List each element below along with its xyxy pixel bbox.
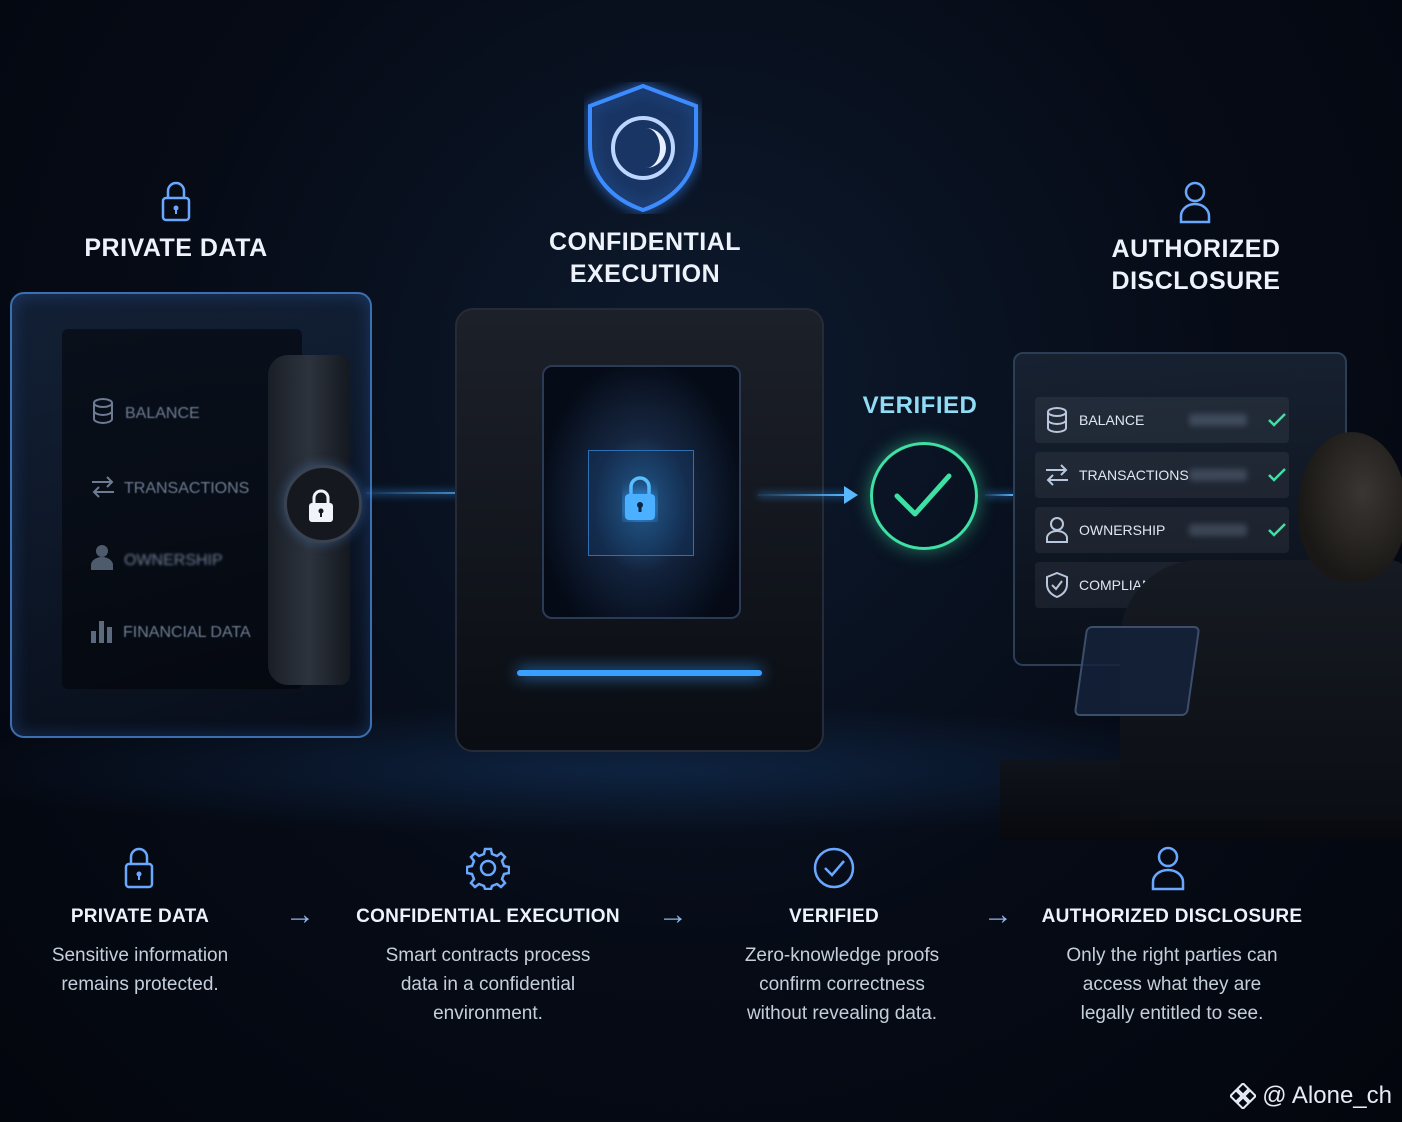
disclosure-row-transactions: TRANSACTIONS	[1035, 452, 1289, 498]
flow-beam-3	[985, 494, 1015, 496]
check-circle-icon	[813, 847, 855, 889]
checkmark-icon	[894, 473, 952, 517]
checkmark-icon	[1268, 413, 1286, 427]
bar-chart-icon	[91, 621, 112, 643]
disclosure-label: OWNERSHIP	[1079, 522, 1166, 538]
step-desc-authorized-disclosure: Only the right parties can access what t…	[1066, 945, 1278, 1024]
vault-item-balance: BALANCE	[125, 405, 200, 422]
step-desc-verified: Zero-knowledge proofs confirm correctnes…	[744, 945, 940, 1024]
user-icon	[91, 545, 113, 570]
disclosure-label: BALANCE	[1079, 412, 1145, 428]
shield-check-icon	[1046, 572, 1068, 598]
lock-icon	[161, 181, 191, 222]
gear-icon	[466, 847, 510, 890]
verified-check-circle	[870, 442, 978, 550]
flow-beam-2	[758, 494, 848, 496]
confidential-execution-machine	[455, 308, 824, 752]
user-icon	[1046, 517, 1068, 543]
step-title-private-data: PRIVATE DATA	[70, 906, 210, 927]
vault-item-transactions: TRANSACTIONS	[124, 480, 250, 497]
step-arrow-2: →	[658, 898, 688, 931]
binance-logo-icon	[1230, 1083, 1257, 1109]
step-desc-private-data: Sensitive information remains protected.	[51, 945, 229, 995]
authorized-disclosure-heading: AUTHORIZED DISCLOSURE	[1090, 233, 1302, 297]
swap-arrows-icon	[92, 476, 114, 498]
redacted-value	[1189, 524, 1247, 536]
step-arrow-3: →	[983, 898, 1013, 931]
checkmark-icon	[1268, 468, 1286, 482]
execution-portal	[542, 365, 741, 619]
database-icon	[1047, 407, 1067, 433]
redacted-value	[1189, 469, 1247, 481]
checkmark-icon	[1268, 523, 1286, 537]
step-desc-confidential-execution: Smart contracts process data in a confid…	[385, 945, 591, 1024]
step-arrow-1: →	[285, 898, 315, 931]
redacted-value	[1189, 414, 1247, 426]
confidential-execution-heading: CONFIDENTIAL EXECUTION	[520, 226, 770, 290]
step-title-confidential-execution: CONFIDENTIAL EXECUTION	[356, 906, 620, 927]
disclosure-row-ownership: OWNERSHIP	[1035, 507, 1289, 553]
watermark-text: @ Alone_ch	[1262, 1082, 1392, 1109]
vault-wheel	[284, 465, 362, 543]
person-head	[1298, 432, 1402, 582]
disclosure-row-balance: BALANCE	[1035, 397, 1289, 443]
step-title-authorized-disclosure: AUTHORIZED DISCLOSURE	[1041, 906, 1303, 927]
authorized-line1: AUTHORIZED	[1111, 235, 1281, 263]
flow-beam-1	[366, 492, 506, 494]
beam-arrowhead-2	[844, 486, 858, 504]
verified-label: VERIFIED	[862, 392, 978, 419]
vault-item-ownership: OWNERSHIP	[124, 552, 223, 569]
step-title-verified: VERIFIED	[788, 906, 880, 927]
watermark: @ Alone_ch	[1230, 1082, 1392, 1110]
shield-icon	[588, 83, 698, 213]
tablet	[1073, 626, 1201, 716]
confidential-line1: CONFIDENTIAL	[548, 228, 742, 256]
user-icon	[1179, 181, 1211, 224]
private-data-heading: PRIVATE DATA	[84, 234, 268, 262]
database-icon	[93, 398, 113, 424]
confidential-line2: EXECUTION	[569, 260, 721, 288]
vault-item-financial-data: FINANCIAL DATA	[123, 624, 251, 641]
machine-base-light	[517, 670, 762, 676]
authorized-line2: DISCLOSURE	[1111, 267, 1281, 295]
user-icon	[1151, 846, 1185, 891]
swap-arrows-icon	[1046, 464, 1068, 486]
lock-icon	[124, 847, 154, 889]
disclosure-label: TRANSACTIONS	[1079, 467, 1189, 483]
lock-icon	[309, 489, 333, 522]
lock-icon	[625, 476, 655, 520]
